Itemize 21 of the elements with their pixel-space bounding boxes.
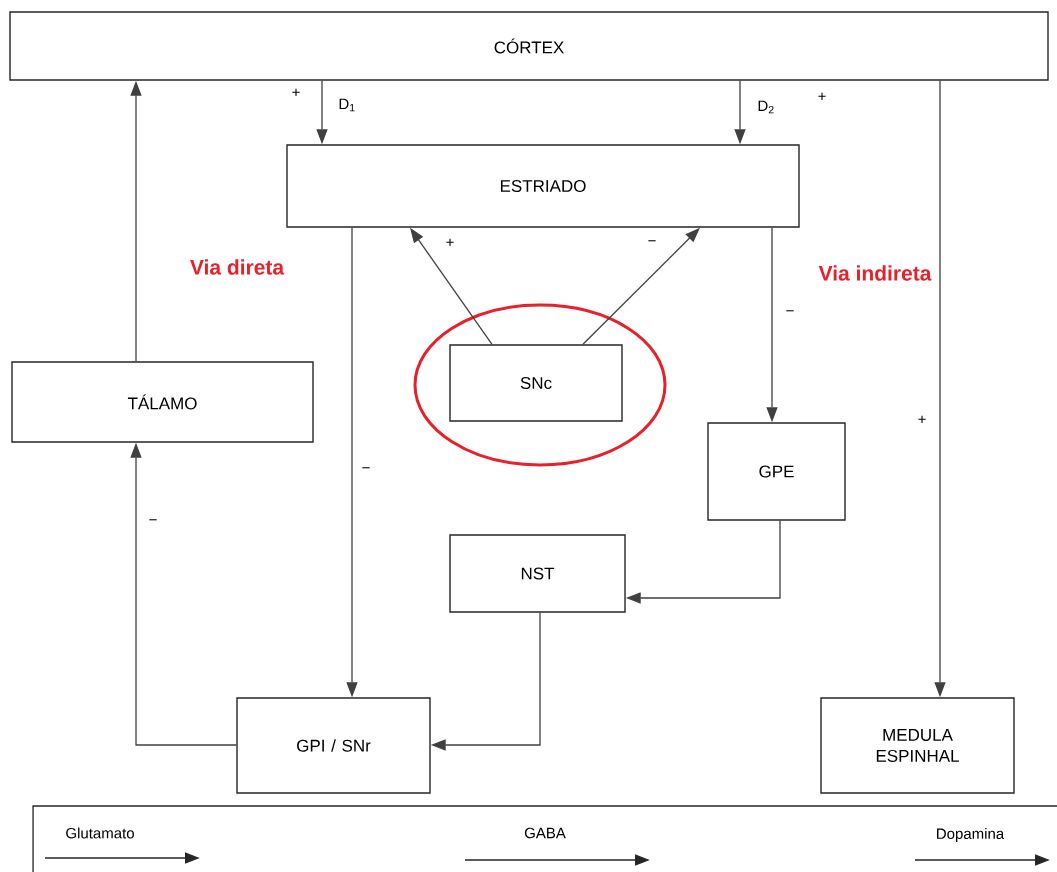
edge-label: − <box>147 518 159 526</box>
process-box: ESTRIADO <box>286 144 800 228</box>
process-box: CÓRTEX <box>9 11 1049 81</box>
pathway-label: Via indireta <box>818 265 932 281</box>
process-box: TÁLAMO <box>11 361 314 443</box>
process-box: MEDULA ESPINHAL <box>820 697 1015 794</box>
edge-label: D$_{1}$ <box>337 97 357 113</box>
legend-label: GABA <box>524 827 566 839</box>
process-box: NST <box>449 534 626 613</box>
pathway-label: Via direta <box>190 259 285 275</box>
process-box: GPI / SNr <box>236 697 431 794</box>
edge-label: − <box>646 239 658 247</box>
edge-label: − <box>784 309 796 317</box>
legend-label: Dopamina <box>937 828 1005 842</box>
edge-label: + <box>444 237 456 249</box>
edge-label: D$_{2}$ <box>756 99 776 115</box>
process-box: SNc <box>449 344 623 422</box>
legend-label: Glutamato <box>66 827 134 839</box>
edge-label: − <box>360 466 372 474</box>
process-box: GPE <box>707 422 846 521</box>
edge-label: + <box>916 414 928 426</box>
